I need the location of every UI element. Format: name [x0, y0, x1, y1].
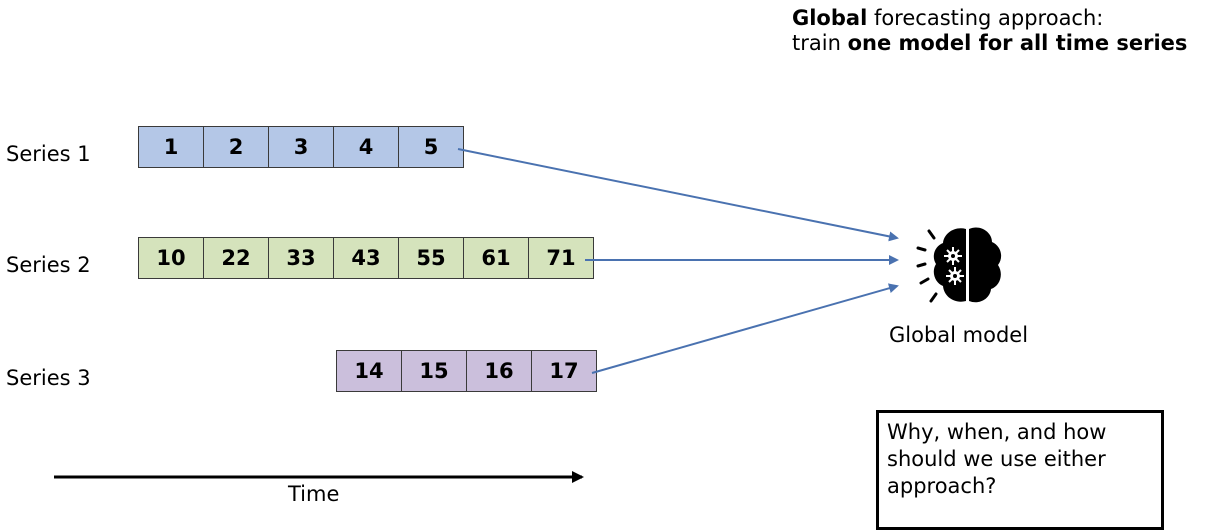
series-2-cell: 22	[203, 237, 269, 279]
series-2-cell: 33	[268, 237, 334, 279]
arrow-series-3-to-model	[591, 283, 899, 374]
series-1-cell: 3	[268, 126, 334, 168]
title-line-2: train one model for all time series	[792, 31, 1212, 56]
title-line-1: Global forecasting approach:	[792, 6, 1212, 31]
series-2-cell: 61	[463, 237, 529, 279]
series-1-cell: 2	[203, 126, 269, 168]
title-line-2-start: train	[792, 31, 848, 55]
diagram-title: Global forecasting approach: train one m…	[792, 6, 1212, 56]
time-axis-label: Time	[288, 482, 340, 506]
global-model-label: Global model	[889, 323, 1029, 347]
question-box: Why, when, and how should we use either …	[876, 410, 1164, 530]
arrow-series-1-to-model	[457, 148, 899, 242]
series-2-cell: 71	[528, 237, 594, 279]
title-bold-global: Global	[792, 6, 868, 30]
title-line-1-rest: forecasting approach:	[867, 6, 1104, 30]
series-2-cell: 55	[398, 237, 464, 279]
series-3-label: Series 3	[6, 366, 91, 390]
question-text: Why, when, and how should we use either …	[887, 420, 1107, 498]
series-1-cell: 5	[398, 126, 464, 168]
brain-gears-icon	[916, 227, 1002, 303]
series-2-cell: 43	[333, 237, 399, 279]
title-bold-one-model: one model for all time series	[847, 31, 1188, 55]
diagram-canvas: Global forecasting approach: train one m…	[6, 6, 1212, 530]
series-2-label: Series 2	[6, 253, 91, 277]
series-3-cell: 15	[401, 350, 467, 392]
series-3-cell: 16	[466, 350, 532, 392]
series-2-cell: 10	[138, 237, 204, 279]
series-3-cell: 17	[531, 350, 597, 392]
series-1-cell: 1	[138, 126, 204, 168]
series-1-cell: 4	[333, 126, 399, 168]
series-1-label: Series 1	[6, 142, 91, 166]
series-3-cell: 14	[336, 350, 402, 392]
